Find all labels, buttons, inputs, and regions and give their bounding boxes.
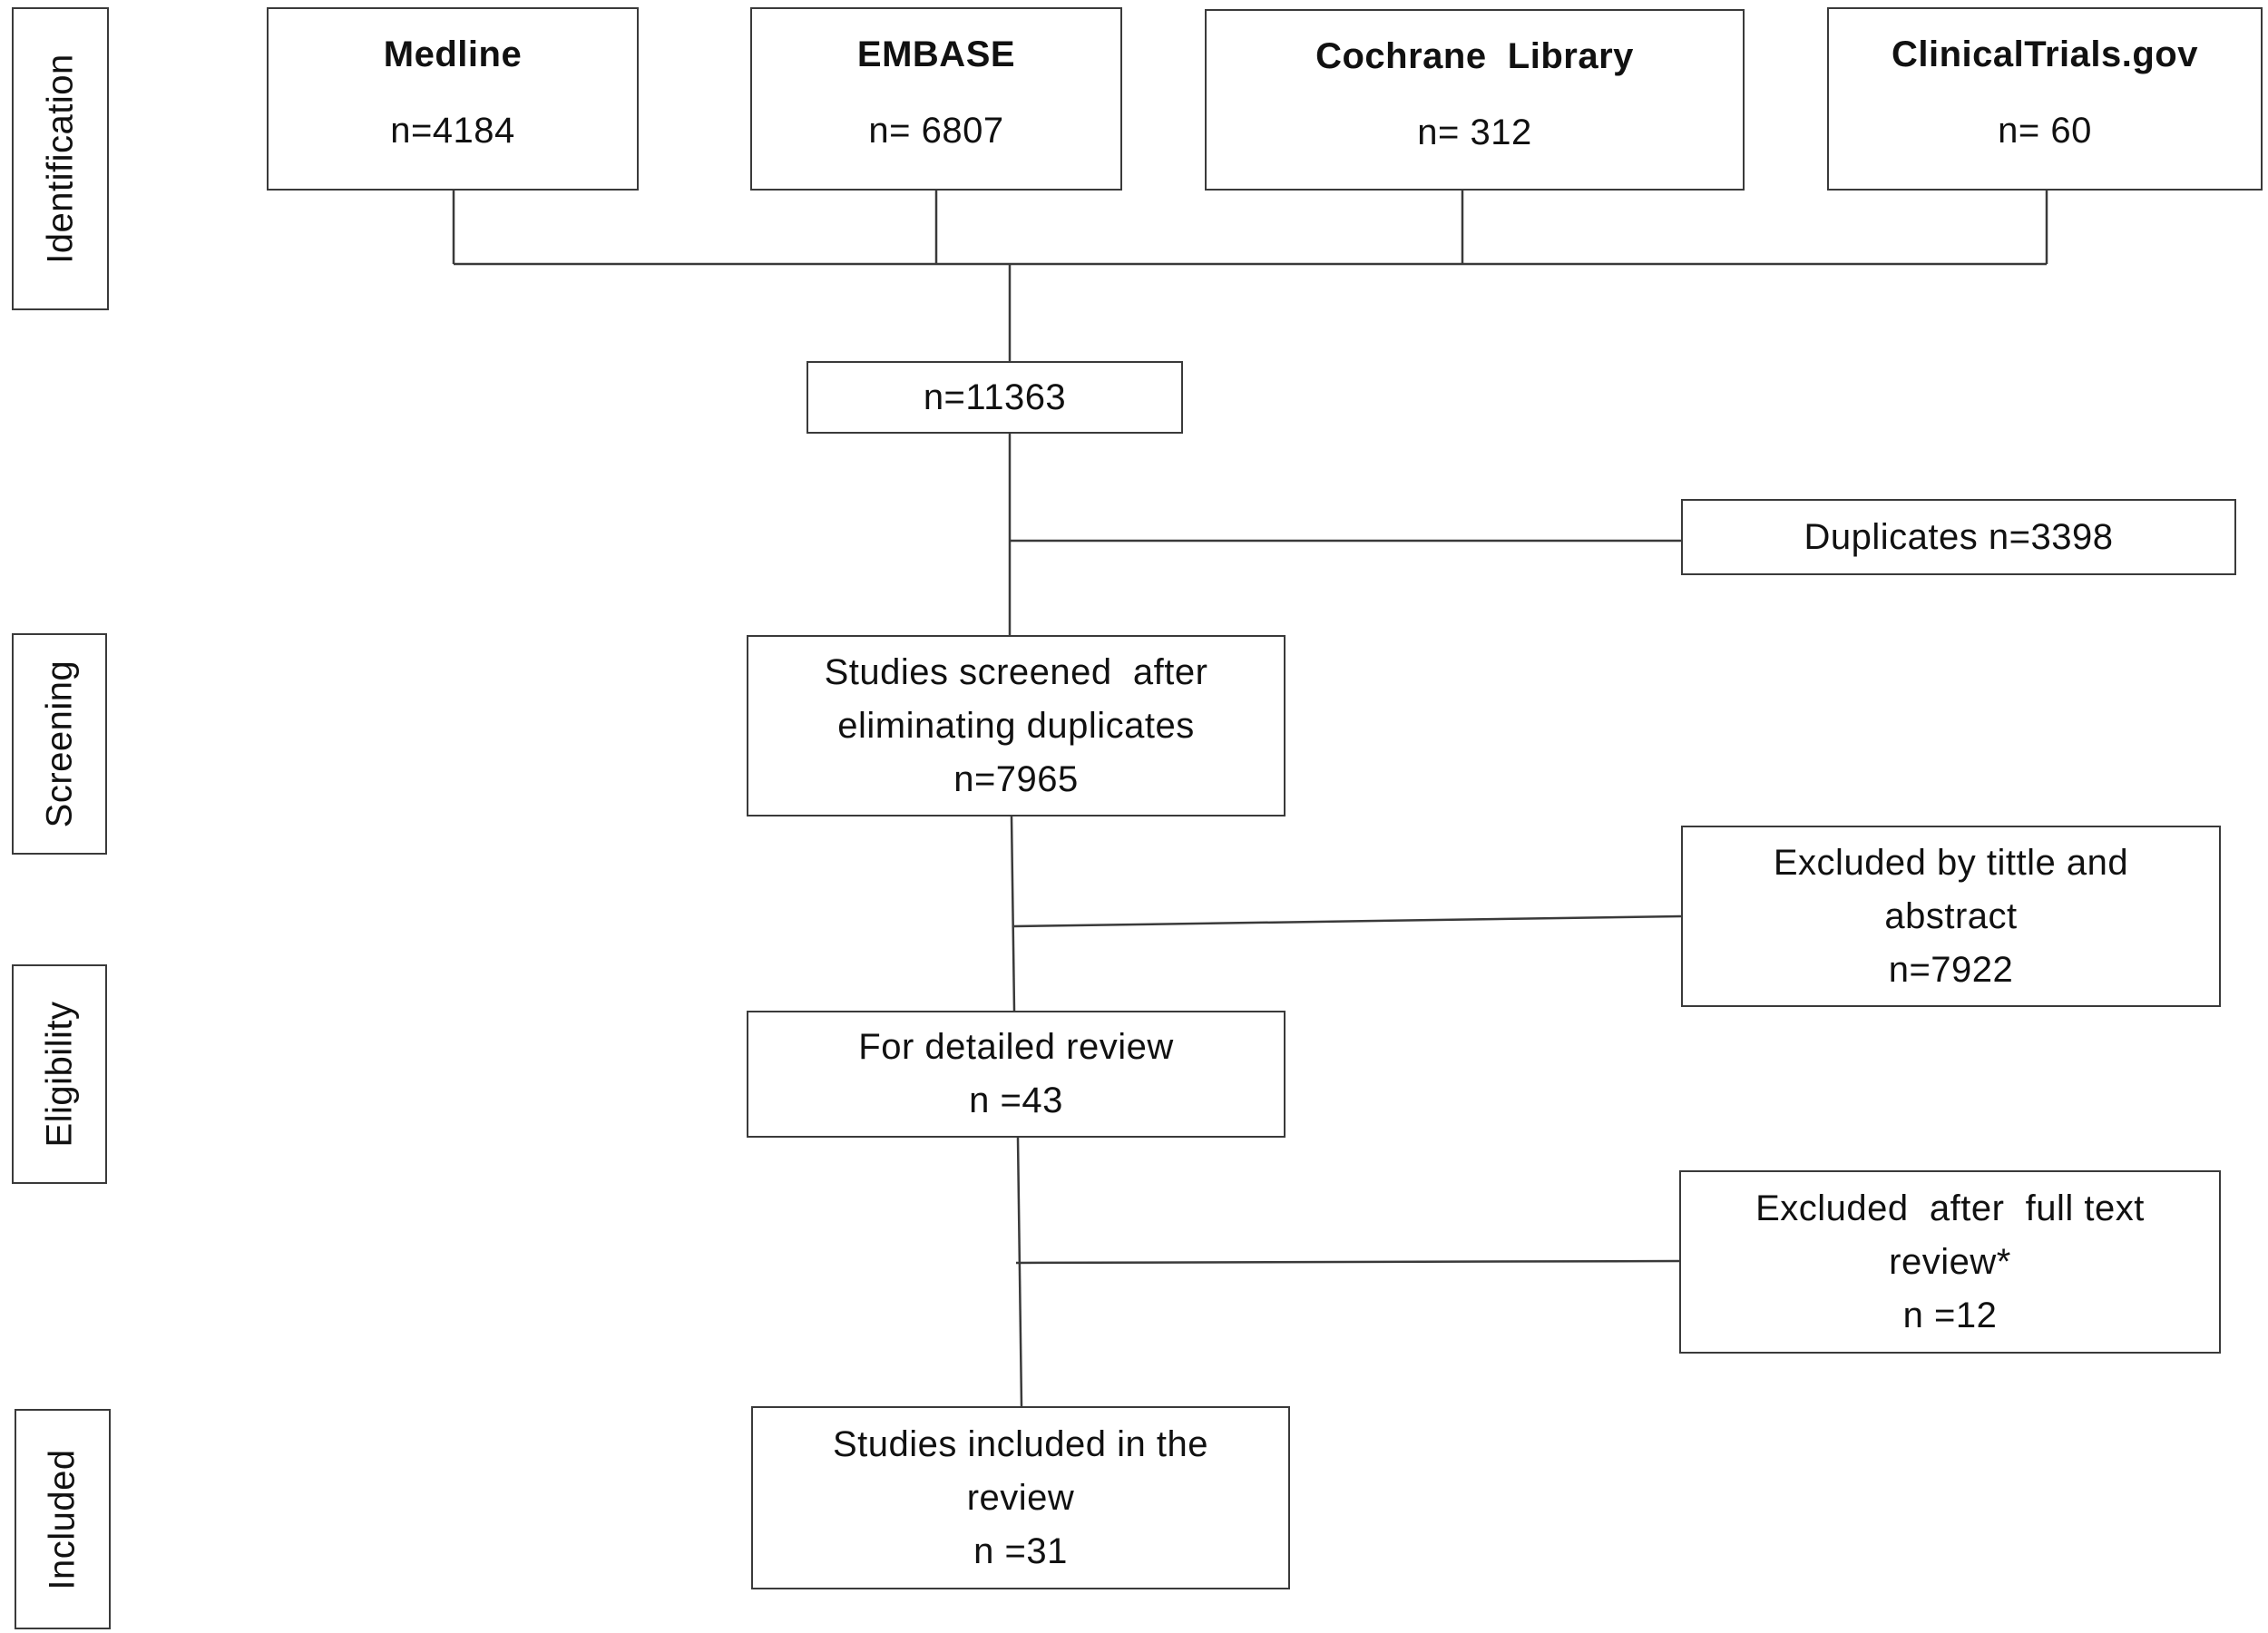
detailed-review-line-1: For detailed review — [858, 1027, 1174, 1067]
source-name: Medline — [383, 34, 523, 74]
connector-to-included — [1016, 1137, 1023, 1407]
source-name: Cochrane Library — [1315, 36, 1634, 76]
stage-identification: Identification — [12, 7, 109, 310]
connector-to-detailed — [1010, 816, 1016, 1012]
stage-screening: Screening — [12, 633, 107, 855]
excluded-fulltext-line-2: review* — [1889, 1241, 2011, 1282]
source-box-cochrane: Cochrane Library n= 312 — [1205, 9, 1745, 191]
included-count: n =31 — [973, 1530, 1068, 1571]
source-box-medline: Medline n=4184 — [267, 7, 639, 191]
stage-eligibility-label: Eligibility — [39, 1001, 79, 1148]
source-box-embase: EMBASE n= 6807 — [750, 7, 1122, 191]
source-box-clinicaltrials: ClinicalTrials.gov n= 60 — [1827, 7, 2263, 191]
screened-line-2: eliminating duplicates — [837, 705, 1195, 746]
total-records-box: n=11363 — [807, 361, 1183, 434]
source-count: n= 60 — [1998, 111, 2092, 151]
excluded-fulltext-count: n =12 — [1902, 1295, 1998, 1335]
source-count: n= 6807 — [868, 111, 1004, 151]
included-line-2: review — [966, 1477, 1075, 1518]
screened-count: n=7965 — [953, 758, 1079, 799]
source-name: EMBASE — [856, 34, 1016, 74]
included-box: Studies included in the review n =31 — [751, 1406, 1290, 1589]
excluded-title-abstract-box: Excluded by tittle and abstract n=7922 — [1681, 826, 2221, 1007]
connector-excluded-title — [1013, 914, 1682, 928]
source-count: n= 312 — [1417, 112, 1532, 152]
excluded-fulltext-line-1: Excluded after full text — [1755, 1188, 2145, 1228]
stage-screening-label: Screening — [39, 660, 79, 828]
stage-identification-label: Identification — [40, 54, 80, 264]
screened-box: Studies screened after eliminating dupli… — [747, 635, 1286, 816]
excluded-title-line-2: abstract — [1884, 895, 2018, 936]
duplicates-box: Duplicates n=3398 — [1681, 499, 2236, 575]
source-count: n=4184 — [390, 111, 515, 151]
excluded-title-count: n=7922 — [1888, 949, 2014, 990]
duplicates-label: Duplicates n=3398 — [1804, 516, 2114, 557]
stage-included: Included — [15, 1409, 111, 1629]
source-name: ClinicalTrials.gov — [1891, 34, 2198, 74]
stage-included-label: Included — [42, 1448, 83, 1590]
stage-eligibility: Eligibility — [12, 964, 107, 1184]
excluded-fulltext-box: Excluded after full text review* n =12 — [1679, 1170, 2221, 1354]
included-line-1: Studies included in the — [833, 1423, 1208, 1464]
connector-excluded-fulltext — [1015, 1259, 1680, 1265]
excluded-title-line-1: Excluded by tittle and — [1773, 842, 2129, 883]
screened-line-1: Studies screened after — [824, 651, 1208, 692]
detailed-review-count: n =43 — [969, 1081, 1063, 1120]
detailed-review-box: For detailed review n =43 — [747, 1011, 1286, 1138]
total-records-count: n=11363 — [923, 376, 1067, 417]
